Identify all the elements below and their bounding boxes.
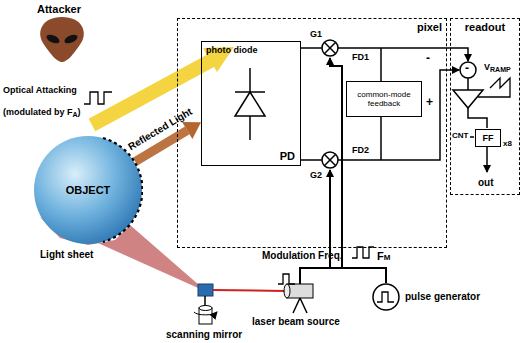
mixer-g1	[322, 40, 338, 56]
readout-region: readoutFF	[450, 18, 520, 195]
text-label: out	[478, 177, 494, 188]
text-label: x8	[503, 140, 512, 149]
photodiode-box: photo diodePD	[201, 41, 301, 166]
laser-pulse	[278, 274, 295, 284]
object-sphere: OBJECT	[33, 135, 143, 245]
feedback-box: common-mode feedback	[346, 81, 422, 117]
text-label: -	[426, 52, 430, 65]
output-arrow	[486, 146, 488, 172]
node-text: OBJECT	[66, 184, 111, 196]
text-label: G2	[310, 171, 322, 181]
node-text: PD	[280, 150, 295, 162]
text-label: CNT	[452, 132, 468, 141]
fm-pulse	[352, 247, 374, 258]
mixer-g2	[322, 152, 338, 168]
flipflop-box: FF	[475, 129, 501, 147]
text-label: A	[73, 111, 78, 119]
text-label: Modulation Freq.	[262, 250, 343, 261]
text-label: FD1	[352, 53, 369, 63]
text-label: RAMP	[490, 66, 511, 74]
fd2-wire	[338, 70, 459, 160]
attacker-head	[40, 17, 84, 62]
pulse-generator: pulse generator	[372, 283, 400, 311]
node-text: readout	[451, 21, 519, 33]
ramp-input	[478, 78, 510, 97]
pulse-generator-symbol	[372, 283, 400, 311]
text-label: G1	[310, 30, 322, 40]
alien-eye	[45, 33, 61, 45]
subtractor	[460, 62, 476, 78]
text-label: scanning mirror	[166, 329, 242, 340]
modulation-wire	[300, 268, 386, 284]
text-label: M	[384, 254, 391, 263]
node-text: pulse generator	[405, 291, 480, 302]
node-text: pixel	[417, 21, 442, 33]
laser-beam	[213, 290, 285, 291]
text-label: Attacker	[37, 3, 81, 15]
text-label: FD2	[352, 146, 369, 156]
text-label: Optical Attacking	[3, 86, 77, 96]
text-label: Light sheet	[40, 249, 93, 260]
pixel-region: pixel photo diodePD common-mode feedback	[177, 18, 447, 248]
node-text: FF	[483, 133, 494, 143]
rotation-arrow	[194, 312, 217, 315]
text-label: laser beam source	[252, 316, 340, 327]
node-text: common-mode feedback	[347, 88, 421, 110]
arrow-head	[182, 122, 201, 139]
attack-pulse	[84, 92, 112, 104]
text-label: V	[484, 63, 490, 73]
laser-body	[287, 284, 313, 298]
alien-eye	[63, 33, 79, 45]
text-label: F	[377, 250, 384, 262]
mirror	[198, 284, 213, 296]
text-label: +	[426, 96, 433, 109]
diode-symbol	[235, 92, 265, 116]
comparator	[453, 90, 483, 108]
text-label: )	[78, 108, 81, 118]
text-label: (modulated by F	[3, 108, 73, 118]
node-text: photo diode	[206, 45, 258, 55]
text-label: -	[465, 62, 469, 75]
